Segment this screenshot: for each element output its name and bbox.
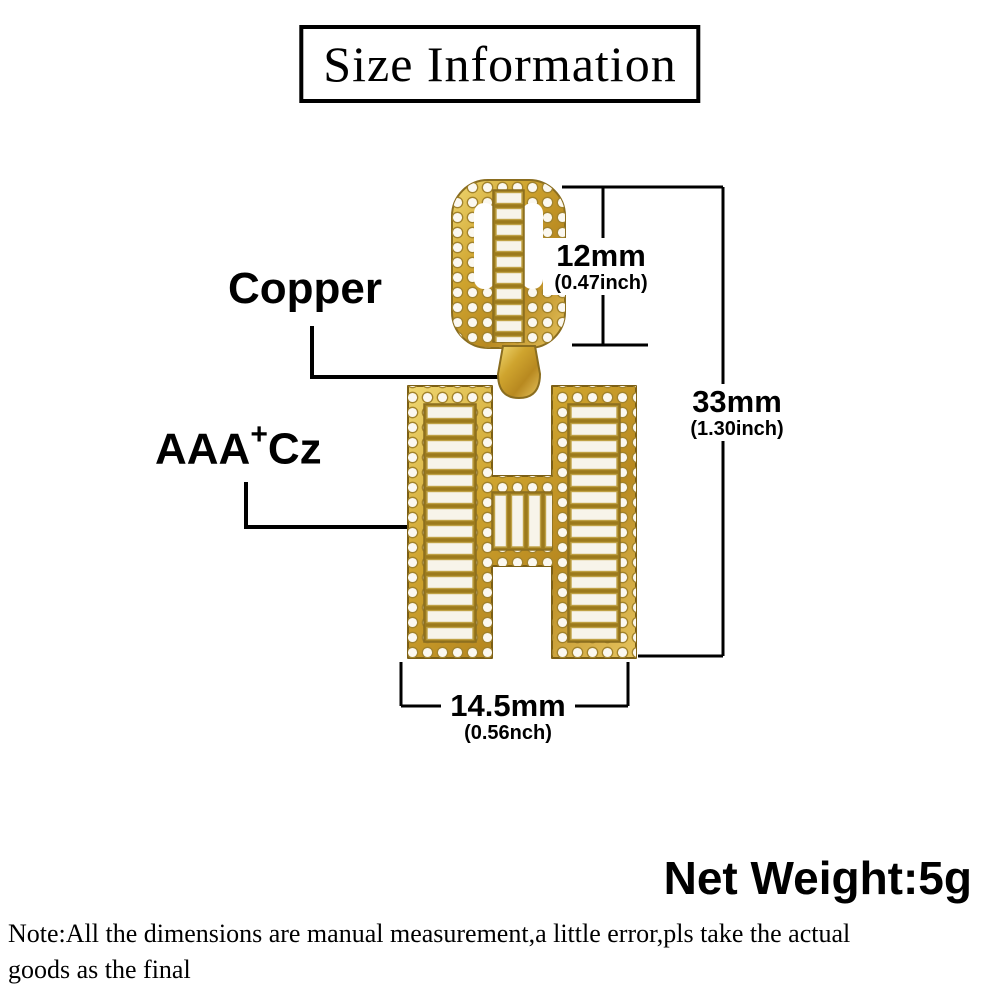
bail-height-dimension: 12mm (0.47inch) [543, 238, 659, 295]
pendant-bail [451, 179, 566, 349]
bail-opening-right [522, 203, 543, 289]
disclaimer-note: Note:All the dimensions are manual measu… [8, 916, 998, 988]
pendant-hook [496, 345, 542, 400]
bail-baguette-strip [492, 189, 525, 343]
callout-lines [244, 326, 511, 529]
dimension-lines [399, 185, 725, 708]
width-mm: 14.5mm [450, 688, 566, 723]
width-inch: (0.56nch) [464, 722, 552, 744]
stone-quality-label: AAA+Cz [155, 418, 322, 475]
material-label: Copper [228, 264, 382, 313]
total-height-inch: (1.30inch) [690, 418, 784, 440]
net-weight: Net Weight:5g [663, 852, 972, 904]
disclaimer-line-2: goods as the final [8, 955, 191, 984]
stone-quality-rest: Cz [267, 424, 322, 474]
stone-quality-base: AAA [155, 424, 251, 474]
bail-opening-left [474, 203, 495, 289]
total-height-mm: 33mm [692, 384, 782, 419]
page-title: Size Information [299, 25, 701, 103]
letter-h-pendant [407, 385, 637, 659]
stone-quality-plus: + [250, 418, 268, 451]
copper-callout-line [310, 326, 511, 379]
bail-height-mm: 12mm [556, 238, 646, 273]
cz-callout-line [244, 482, 452, 529]
bail-height-inch: (0.47inch) [554, 272, 648, 294]
h-right-bar-baguettes [567, 403, 621, 643]
disclaimer-line-1: Note:All the dimensions are manual measu… [8, 919, 851, 948]
h-left-bar-baguettes [423, 403, 477, 643]
h-crossbar-baguettes [491, 491, 553, 551]
total-height-dimension: 33mm (1.30inch) [676, 384, 798, 441]
width-dimension: 14.5mm (0.56nch) [441, 688, 575, 745]
